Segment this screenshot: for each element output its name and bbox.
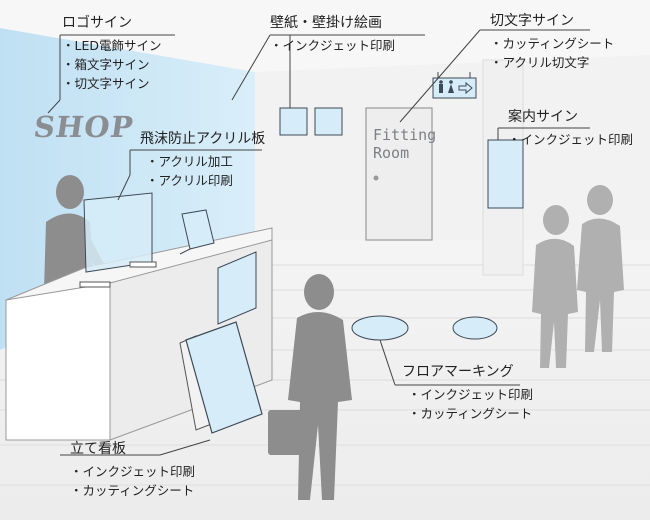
- fitting-room-door: [365, 107, 433, 241]
- callout-item: ・アクリル切文字: [490, 55, 590, 70]
- a-frame-stand: [179, 321, 263, 434]
- fitting-room-line1: Fitting: [373, 126, 437, 144]
- door-knob: [373, 175, 379, 181]
- callout-item: ・アクリル印刷: [146, 173, 233, 188]
- couple-silhouette: [532, 185, 624, 368]
- callout-item: ・切文字サイン: [62, 76, 150, 91]
- callout-title: 立て看板: [70, 441, 126, 457]
- callout-splash-guard: 飛沫防止アクリル板 ・アクリル加工 ・アクリル印刷: [140, 130, 265, 190]
- callout-item: ・インクジェット印刷: [408, 387, 534, 402]
- callout-item: ・インクジェット印刷: [270, 38, 396, 53]
- callout-title: 案内サイン: [508, 109, 578, 125]
- callout-item: ・カッティングシート: [408, 406, 533, 421]
- floor-marking: [452, 316, 498, 340]
- callout-title: 壁紙・壁掛け絵画: [270, 15, 382, 31]
- callout-floor-marking: フロアマーキング ・インクジェット印刷 ・カッティングシート: [402, 363, 533, 423]
- callout-cut-letter: 切文字サイン ・カッティングシート ・アクリル切文字: [490, 12, 614, 72]
- callout-item: ・アクリル加工: [146, 154, 233, 169]
- callout-title: ロゴサイン: [62, 15, 132, 31]
- callout-item: ・箱文字サイン: [62, 57, 150, 72]
- callout-title: フロアマーキング: [402, 364, 514, 380]
- callout-stand-sign: 立て看板 ・インクジェット印刷 ・カッティングシート: [70, 440, 195, 500]
- callout-guide-sign: 案内サイン ・インクジェット印刷: [508, 108, 633, 149]
- splash-guard: [79, 192, 157, 288]
- callout-logo-sign: ロゴサイン ・LED電飾サイン ・箱文字サイン ・切文字サイン: [62, 14, 162, 93]
- counter-pop-stand: [179, 248, 191, 255]
- fitting-room-line2: Room: [373, 144, 410, 162]
- callout-wall: 壁紙・壁掛け絵画 ・インクジェット印刷: [270, 14, 395, 55]
- customer-silhouette: [268, 274, 352, 500]
- callout-item: ・カッティングシート: [70, 483, 195, 498]
- callout-title: 切文字サイン: [490, 13, 574, 29]
- floor-marking: [351, 315, 409, 341]
- wall-painting: [279, 107, 308, 136]
- wall-painting: [314, 107, 343, 136]
- callout-item: ・カッティングシート: [490, 36, 615, 51]
- guide-sign: [487, 139, 524, 209]
- callout-item: ・インクジェット印刷: [70, 464, 196, 479]
- callout-item: ・インクジェット印刷: [508, 132, 634, 147]
- counter-pop: [181, 209, 215, 250]
- ceiling: [0, 0, 650, 72]
- wall-poster: [217, 251, 257, 325]
- callout-title: 飛沫防止アクリル板: [140, 131, 266, 147]
- shop-logo: SHOP: [31, 110, 136, 144]
- leader-lines: [47, 29, 590, 456]
- restroom-sign: [432, 72, 477, 99]
- callout-item: ・LED電飾サイン: [62, 38, 162, 53]
- fitting-room-sign: Fitting Room: [373, 126, 436, 162]
